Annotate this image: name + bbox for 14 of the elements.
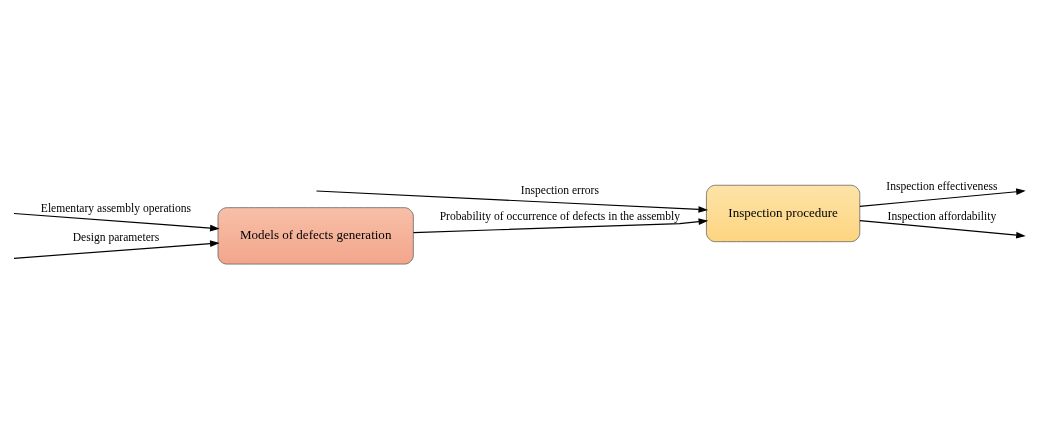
- arrow: [859, 219, 1026, 238]
- edge-label: Inspection errors: [520, 183, 599, 197]
- edge-label: Inspection affordability: [887, 209, 997, 223]
- edge-label: Probability of occurrence of defects in the assembly: [439, 209, 681, 223]
- arrow: [859, 187, 1026, 207]
- arrow: [13, 212, 220, 231]
- node-box: Inspection procedure: [706, 184, 861, 242]
- arrow: [13, 239, 220, 259]
- edge-label: Elementary assembly operations: [40, 201, 192, 215]
- edge-label: Design parameters: [72, 230, 160, 244]
- arrow: [412, 217, 709, 233]
- arrow: [315, 189, 708, 213]
- edge-label: Inspection effectiveness: [886, 179, 998, 193]
- node-box: Models of defects generation: [217, 206, 414, 264]
